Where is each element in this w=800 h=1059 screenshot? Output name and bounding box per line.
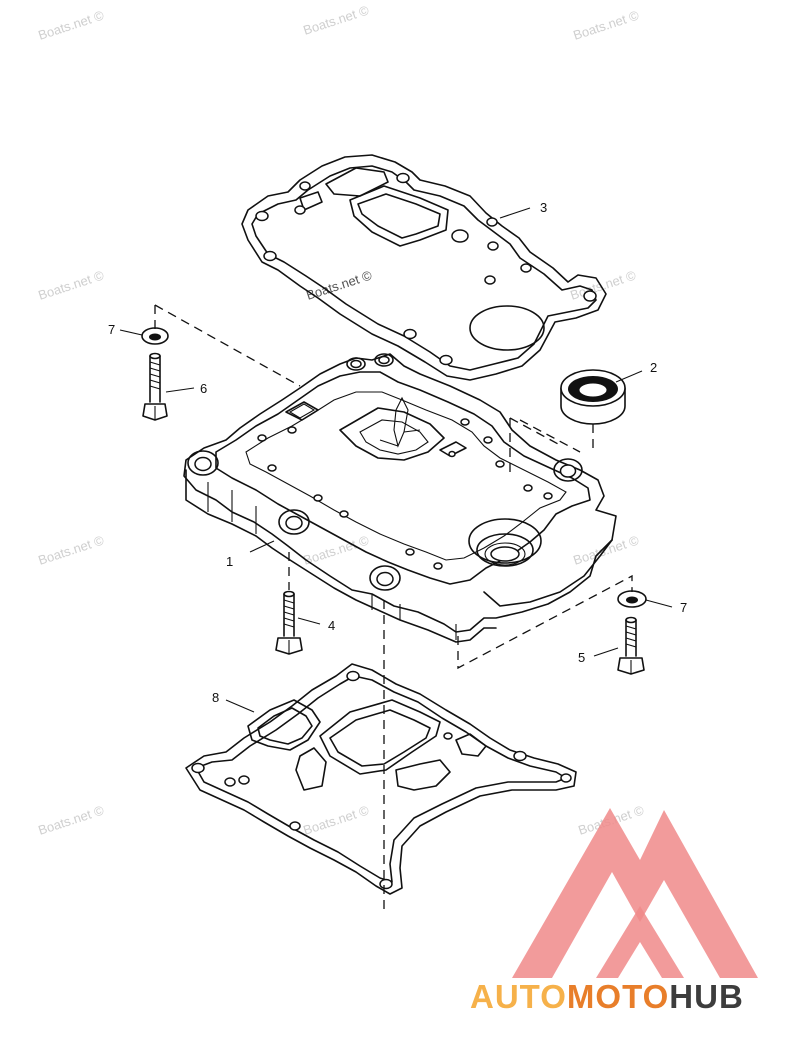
part-7-washer-right	[617, 590, 647, 608]
logo-word-auto: AUTO	[470, 978, 567, 1015]
logo-mark	[512, 808, 758, 978]
callout-1: 1	[226, 554, 233, 569]
watermark-layer: Boats.net © Boats.net © Boats.net © Boat…	[36, 2, 646, 837]
callout-4: 4	[328, 618, 335, 633]
part-3-upper-gasket	[241, 154, 607, 381]
callouts: 1 2 3 4 5 6 7 7 8	[108, 200, 687, 713]
callout-7-right: 7	[680, 600, 687, 615]
part-5-screw	[617, 616, 645, 675]
watermark: Boats.net ©	[301, 532, 371, 567]
part-7-washer-left	[141, 327, 169, 345]
part-2-oil-seal	[560, 369, 626, 425]
callout-5: 5	[578, 650, 585, 665]
watermark: Boats.net ©	[36, 532, 106, 567]
watermark: Boats.net ©	[571, 7, 641, 42]
watermark: Boats.net ©	[304, 267, 374, 302]
watermark: Boats.net ©	[301, 2, 371, 37]
part-8-lower-gasket	[185, 663, 577, 895]
watermark: Boats.net ©	[36, 802, 106, 837]
callout-3: 3	[540, 200, 547, 215]
callout-2: 2	[650, 360, 657, 375]
logo-word-hub: HUB	[669, 978, 744, 1015]
callout-7-left: 7	[108, 322, 115, 337]
watermark: Boats.net ©	[36, 7, 106, 42]
part-1-adaptor-plate	[183, 353, 617, 643]
watermark: Boats.net ©	[301, 802, 371, 837]
part-4-screw	[275, 590, 303, 655]
logo-word-moto: MOTO	[567, 978, 669, 1015]
watermark: Boats.net ©	[36, 267, 106, 302]
logo-mark-inner	[596, 906, 684, 978]
alignment-lines	[154, 304, 633, 912]
watermark: Boats.net ©	[571, 532, 641, 567]
part-6-screw	[142, 352, 168, 421]
callout-8: 8	[212, 690, 219, 705]
callout-6: 6	[200, 381, 207, 396]
watermark: Boats.net ©	[568, 267, 638, 302]
automotohub-logo: AUTOMOTOHUB	[470, 808, 758, 1015]
svg-text:AUTOMOTOHUB: AUTOMOTOHUB	[470, 978, 744, 1015]
